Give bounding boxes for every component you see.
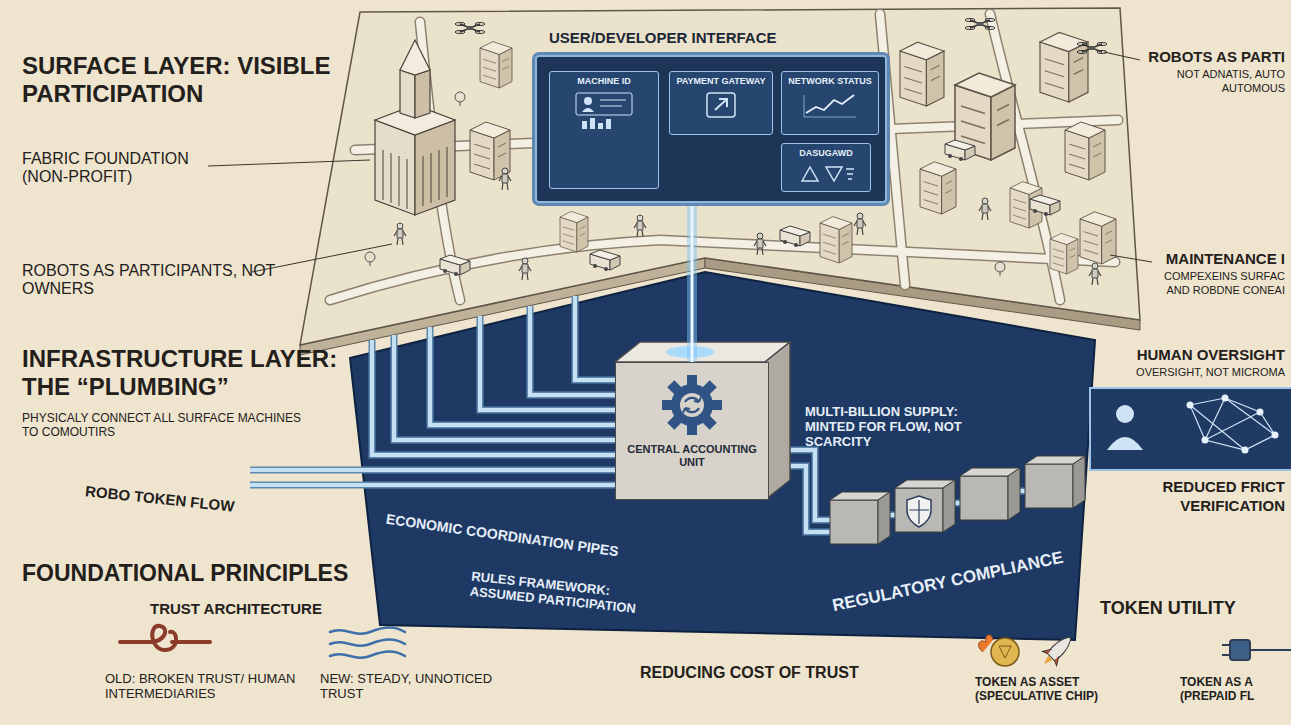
principle-caption: OLD: BROKEN TRUST/ HUMAN INTERMEDIARIES [105,672,305,702]
principle-caption: TOKEN AS A (PREPAID FL [1180,676,1285,704]
accounting-cube-faces [615,342,790,500]
callout-title: HUMAN OVERSIGHT [1137,346,1285,363]
id-card-icon [574,91,634,131]
callout-text: COMPEXEINS SURFAC [1164,270,1285,283]
robots-and-vehicles [365,19,1107,286]
callout-title: VERIFICATION [1180,497,1285,514]
unit-label: CENTRAL ACCOUNTING UNIT [622,443,762,469]
compliance-boxes [830,456,1085,544]
principle-heading: TOKEN UTILITY [1100,598,1236,619]
interface-tile: MACHINE ID [549,71,659,189]
layer-heading: SURFACE LAYER: VISIBLE PARTICIPATION [22,52,352,107]
leader-lines [208,52,1152,272]
callout-title: MAINTENANCE I [1166,250,1285,267]
interface-tile: PAYMENT GATEWAY [669,71,773,135]
callout-text: FABRIC FOUNDATION (NON-PROFIT) [22,150,222,187]
interface-tile: DASUGAWD [781,143,871,192]
foundation-building [375,40,455,215]
principle-caption: NEW: STEADY, UNNOTICED TRUST [320,672,510,702]
principle-caption: TOKEN AS ASSET (SPECULATIVE CHIP) [975,676,1135,704]
interface-panel: USER/DEVELOPER INTERFACEMACHINE IDPAYMEN… [535,55,887,203]
beam-line [687,203,697,362]
callout-text: OVERSIGHT, NOT MICROMA [1136,366,1285,379]
city-buildings [470,32,1116,274]
data-beam [692,203,693,362]
tile-label: DASUGAWD [799,148,853,159]
principle-heading: REDUCING COST OF TRUST [640,664,859,682]
compliance-label: REGULATORY COMPLIANCE [831,548,1065,616]
flow-label: ECONOMIC COORDINATION PIPES [385,511,620,560]
tile-label: MACHINE ID [577,76,631,87]
callout-text: ROBOTS AS PARTICIPANTS, NOT OWNERS [22,262,287,299]
beam-line [691,203,694,362]
callout-text: NOT ADNATIS, AUTO [1177,68,1285,81]
pipes [250,296,1025,532]
layer-heading: INFRASTRUCTURE LAYER: THE “PLUMBING” [22,345,352,400]
interface-tile: NETWORK STATUS [781,71,879,135]
icon-holder [796,163,856,185]
callout-text: AUTOMOUS [1222,82,1285,95]
icon-holder [574,91,634,131]
callout-title: REDUCED FRICT [1163,478,1286,495]
human-oversight-panel [1090,388,1291,470]
flow-label: ROBO TOKEN FLOW [85,482,236,515]
rules-note: RULES FRAMEWORK: ASSUMED PARTICIPATION [469,570,671,621]
icon-holder [660,373,724,437]
surface-plane [300,8,1140,355]
supply-note: MULTI-BILLION SUPPLY: MINTED FOR FLOW, N… [805,405,983,450]
chart-icon [800,91,860,121]
layer-subtitle: PHYSICALY CONNECT ALL SURFACE MACHINES T… [22,412,307,440]
gateway-icon [699,91,743,121]
gear-icon [660,373,724,437]
principle-heading: TRUST ARCHITECTURE [150,600,322,617]
accounting-unit: CENTRAL ACCOUNTING UNIT [615,362,769,500]
tile-label: NETWORK STATUS [788,76,872,87]
callout-title: ROBOTS AS PARTI [1148,48,1285,65]
dashboard-icon [796,163,856,185]
icon-holder [800,91,860,121]
icon-holder [699,91,743,121]
callout-text: AND ROBDNE CONEAI [1166,284,1285,297]
section-heading: FOUNDATIONAL PRINCIPLES [22,560,348,586]
panel-title: USER/DEVELOPER INTERFACE [549,29,777,46]
tile-label: PAYMENT GATEWAY [676,76,765,87]
